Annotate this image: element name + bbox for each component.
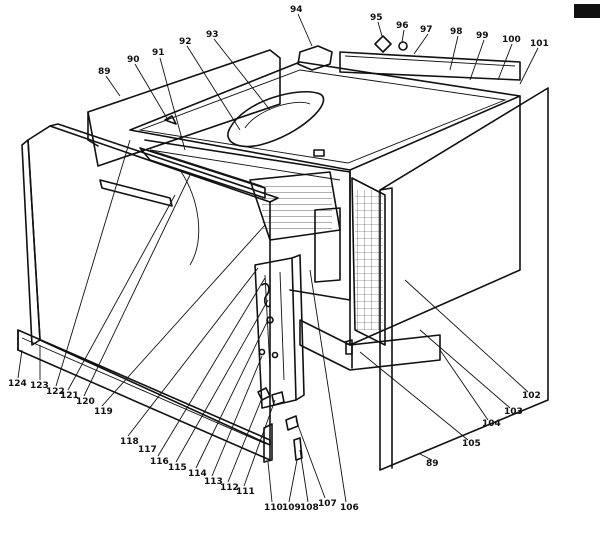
callout-105: 105: [462, 439, 481, 449]
callout-120: 120: [76, 397, 95, 407]
callout-122: 122: [46, 387, 65, 397]
callout-109: 109: [282, 503, 301, 513]
right-side-panel: [379, 87, 549, 471]
callout-106: 106: [340, 503, 359, 513]
callout-107: 107: [318, 499, 337, 509]
callout-108: 108: [300, 503, 319, 513]
callout-123: 123: [30, 381, 49, 391]
callout-89-top: 89: [98, 67, 111, 77]
callout-94: 94: [290, 5, 303, 15]
control-bracket-assembly: [254, 254, 305, 463]
callout-113: 113: [204, 477, 223, 487]
callout-103: 103: [504, 407, 523, 417]
callout-119: 119: [94, 407, 113, 417]
callout-93: 93: [206, 30, 219, 40]
callout-95: 95: [370, 13, 383, 23]
callout-96: 96: [396, 21, 409, 31]
page-tag-box: [574, 4, 600, 18]
callout-121: 121: [60, 391, 79, 401]
callout-111: 111: [236, 487, 255, 497]
callout-104: 104: [482, 419, 501, 429]
callout-labels: 89 90 91 92 93 94 95 96 97 98 99 100 101…: [8, 5, 549, 513]
callout-101: 101: [530, 39, 549, 49]
callout-91: 91: [152, 48, 165, 58]
callout-114: 114: [188, 469, 207, 479]
base-frame: [299, 319, 441, 371]
callout-117: 117: [138, 445, 157, 455]
callout-98: 98: [450, 27, 463, 37]
callout-97: 97: [420, 25, 433, 35]
callout-90: 90: [127, 55, 140, 65]
callout-112: 112: [220, 483, 239, 493]
callout-116: 116: [150, 457, 169, 467]
callout-118: 118: [120, 437, 139, 447]
callout-124: 124: [8, 379, 27, 389]
callout-100: 100: [502, 35, 521, 45]
callout-99: 99: [476, 31, 489, 41]
leader-lines: [17, 13, 539, 503]
callout-115: 115: [168, 463, 187, 473]
oven-body: [129, 35, 521, 346]
callout-92: 92: [179, 37, 192, 47]
callout-102: 102: [522, 391, 541, 401]
callout-110: 110: [264, 503, 283, 513]
rear-cabinet-panel: [87, 49, 281, 167]
callout-89-bottom: 89: [426, 459, 439, 469]
